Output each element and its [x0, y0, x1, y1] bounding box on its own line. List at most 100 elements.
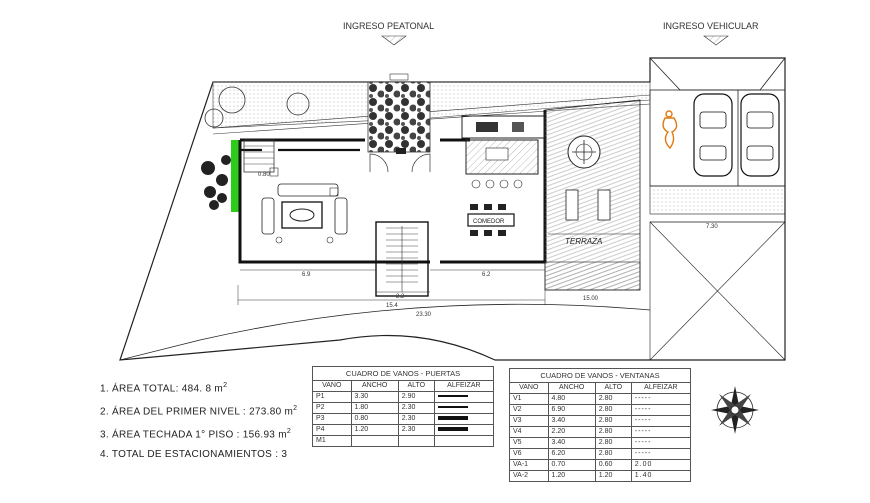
table-cell: ----- — [630, 404, 692, 416]
tree-icon — [286, 92, 310, 116]
table-cell: 1.20 — [594, 470, 632, 482]
dim-2330: 23.30 — [416, 312, 432, 318]
col-header: ALFEIZAR — [433, 380, 495, 392]
table-cell: ----- — [630, 448, 692, 460]
table-cell: V2 — [509, 404, 549, 416]
dim-62: 6.2 — [482, 272, 491, 278]
terraza-label: TERRAZA — [565, 237, 602, 246]
dim-1500: 15.00 — [583, 296, 599, 302]
alfeizar-thick-bar — [437, 416, 468, 421]
col-header: ALFEIZAR — [630, 382, 692, 394]
alfeizar-thin-bar — [437, 395, 468, 398]
alfeizar-thick-bar — [437, 427, 468, 432]
lounger — [597, 189, 611, 221]
front-garden — [212, 81, 651, 129]
table-cell: 3.40 — [547, 415, 596, 427]
terrace-deck — [544, 99, 641, 291]
puertas-title: CUADRO DE VANOS - PUERTAS — [312, 366, 494, 380]
dim-22: 2.2 — [396, 294, 405, 300]
tree-icon — [218, 86, 246, 114]
coffee-table — [281, 201, 323, 229]
car-icon — [693, 93, 733, 177]
tree-icon — [204, 108, 224, 128]
orange-figure-icon — [662, 110, 678, 150]
ingreso-peatonal-label: INGRESO PEATONAL — [343, 21, 434, 31]
table-cell: V4 — [509, 426, 549, 438]
sofa-right — [334, 197, 348, 235]
puertas-table: CUADRO DE VANOS - PUERTAS VANO ANCHO ALT… — [312, 366, 495, 447]
table-cell: V5 — [509, 437, 549, 449]
table-cell: V6 — [509, 448, 549, 460]
ingreso-vehicular-marker — [703, 35, 729, 46]
table-cell: 3.40 — [547, 437, 596, 449]
table-cell: 2.80 — [594, 404, 632, 416]
table-cell: 1.40 — [630, 470, 692, 482]
ventanas-table: CUADRO DE VANOS - VENTANAS VANO ANCHO AL… — [509, 368, 692, 482]
stone-garden — [367, 81, 431, 153]
kitchen-counter — [461, 115, 545, 139]
green-strip — [231, 140, 239, 212]
dim-730: 7.30 — [706, 224, 718, 230]
dim-154: 15.4 — [386, 303, 398, 309]
table-cell: VA-2 — [509, 470, 549, 482]
table-cell: 6.90 — [547, 404, 596, 416]
table-cell: ----- — [630, 393, 692, 405]
table-cell: V3 — [509, 415, 549, 427]
table-cell: 2.80 — [594, 437, 632, 449]
table-cell: VA-1 — [509, 459, 549, 471]
car-icon — [740, 93, 780, 177]
ingreso-peatonal-marker — [381, 35, 407, 46]
table-cell: ----- — [630, 437, 692, 449]
alfeizar-thin-bar — [437, 406, 468, 409]
ventanas-title: CUADRO DE VANOS - VENTANAS — [509, 368, 691, 382]
dim-69: 6.9 — [302, 272, 311, 278]
sofa-left — [261, 197, 275, 235]
table-row: M1 — [312, 435, 495, 447]
table-cell: 2.80 — [594, 415, 632, 427]
comedor-label: COMEDOR — [473, 219, 505, 225]
table-cell: ----- — [630, 415, 692, 427]
table-cell: 2.80 — [594, 426, 632, 438]
table-cell: 2.00 — [630, 459, 692, 471]
entrance-door — [369, 153, 389, 173]
table-cell: ----- — [630, 426, 692, 438]
note-area-total: 1. ÁREA TOTAL: 484. 8 m2 — [100, 382, 228, 395]
table-cell: 4.80 — [547, 393, 596, 405]
table-cell: 2.80 — [594, 393, 632, 405]
area-notes: 1. ÁREA TOTAL: 484. 8 m2 2. ÁREA DEL PRI… — [100, 374, 297, 466]
ingreso-vehicular-label: INGRESO VEHICULAR — [663, 21, 759, 31]
table-cell: 1.20 — [547, 470, 596, 482]
col-header: ANCHO — [547, 382, 596, 394]
col-header: ALTO — [397, 380, 435, 392]
note-estacionamientos: 4. TOTAL DE ESTACIONAMIENTOS : 3 — [100, 449, 288, 460]
note-area-primer-nivel: 2. ÁREA DEL PRIMER NIVEL : 273.80 m2 — [100, 405, 298, 418]
col-header: ANCHO — [350, 380, 399, 392]
table-cell: 2.20 — [547, 426, 596, 438]
central-stair — [375, 221, 429, 297]
note-area-techada: 3. ÁREA TECHADA 1° PISO : 156.93 m2 — [100, 428, 292, 441]
front-curve — [199, 303, 651, 341]
table-cell: V1 — [509, 393, 549, 405]
col-header: VANO — [312, 380, 352, 392]
dining-table — [467, 213, 515, 227]
table-cell: 0.70 — [547, 459, 596, 471]
lounger — [565, 189, 579, 221]
north-arrow-icon — [711, 386, 759, 434]
sofa-top — [277, 183, 339, 197]
table-cell: 0.60 — [594, 459, 632, 471]
col-header: ALTO — [594, 382, 632, 394]
shrubs — [201, 155, 231, 210]
table-cell: 6.20 — [547, 448, 596, 460]
